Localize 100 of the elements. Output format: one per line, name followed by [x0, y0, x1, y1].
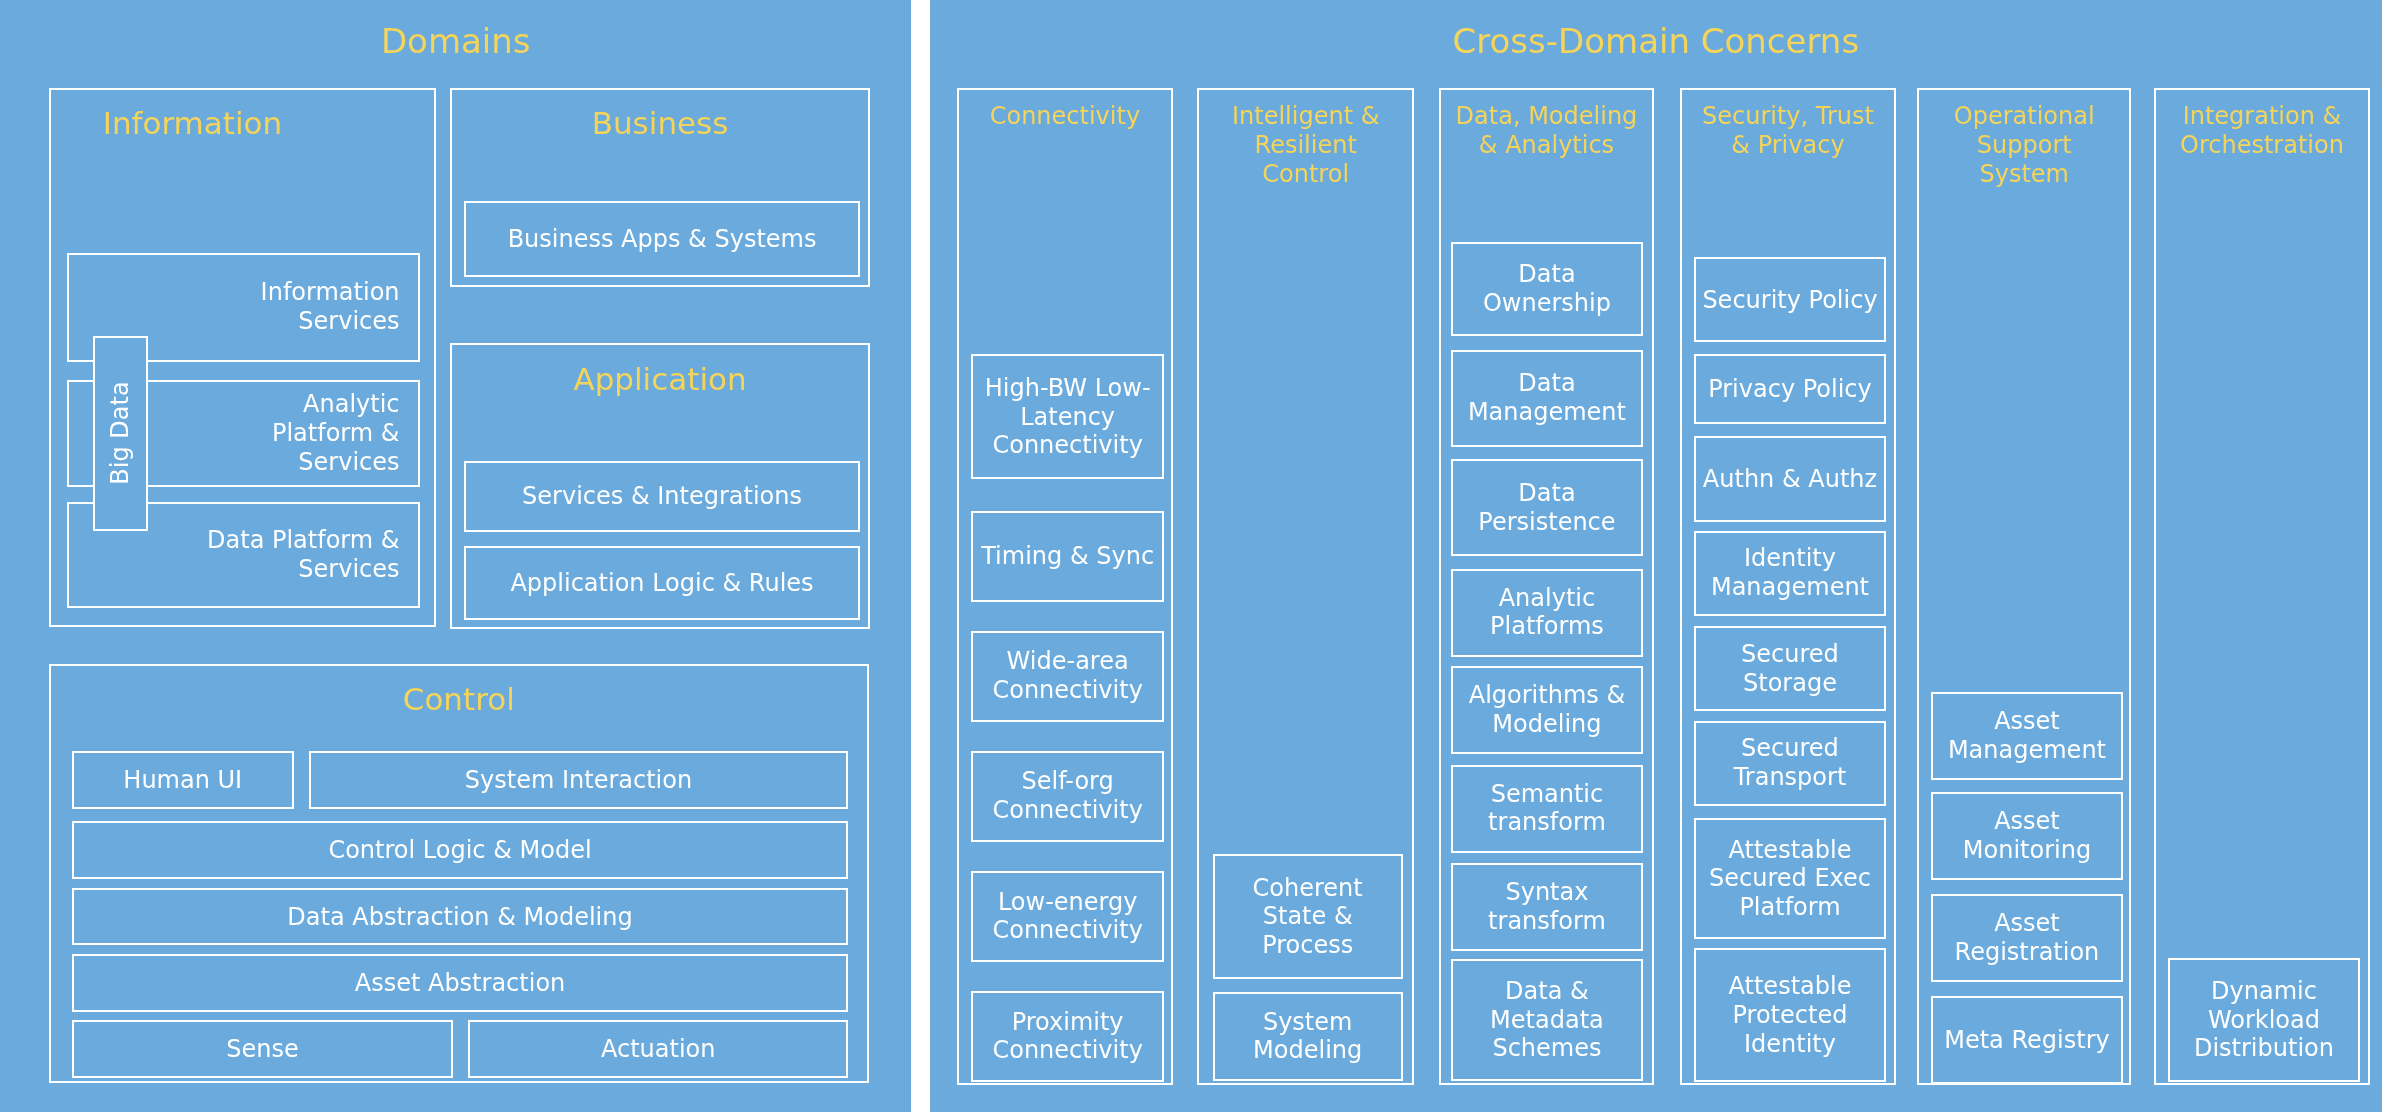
- component-box: [468, 1019, 849, 1078]
- concern-column: [957, 88, 1173, 1085]
- component-label: Analytic Platforms: [1489, 583, 1605, 642]
- component-label: Identity Management: [1709, 544, 1871, 602]
- domain-box: [449, 88, 871, 288]
- component-box: [1451, 863, 1643, 952]
- component-box: [971, 630, 1165, 723]
- component-box: [1931, 791, 2123, 881]
- component-label: Secured Transport: [1732, 734, 1848, 792]
- component-box: [1694, 354, 1886, 425]
- domain-box: [48, 663, 869, 1084]
- component-label: Actuation: [600, 1034, 717, 1064]
- component-label: Privacy Policy: [1707, 375, 1873, 404]
- component-label: Asset Monitoring: [1961, 807, 2093, 865]
- component-label: Data Platform & Services: [206, 526, 400, 584]
- component-box: [71, 887, 849, 946]
- component-box: [1451, 764, 1643, 853]
- component-box: [1694, 436, 1886, 522]
- component-box: [1212, 992, 1403, 1081]
- component-box: [1451, 349, 1643, 448]
- component-label: Services & Integrations: [521, 482, 803, 511]
- component-box: [1931, 995, 2123, 1084]
- column-title: Data, Modeling & Analytics: [1454, 102, 1639, 160]
- component-label: Syntax transform: [1487, 878, 1607, 937]
- component-label: System Interaction: [463, 765, 694, 795]
- component-label: Information Services: [259, 278, 400, 337]
- panel-title: Domains: [379, 21, 532, 63]
- component-label: Proximity Connectivity: [991, 1007, 1144, 1066]
- component-label: Sense: [225, 1034, 300, 1064]
- component-label: Human UI: [122, 765, 244, 795]
- component-label: Algorithms & Modeling: [1467, 681, 1627, 739]
- component-box: [1931, 893, 2123, 982]
- component-box: [1694, 530, 1886, 616]
- component-label: Security Policy: [1702, 285, 1878, 315]
- component-label: Data Persistence: [1477, 479, 1617, 537]
- component-box: [1451, 959, 1643, 1081]
- component-label: Big Data: [106, 381, 135, 486]
- component-box: [67, 252, 420, 363]
- concern-column: [2154, 88, 2370, 1085]
- component-label: Data Management: [1466, 369, 1627, 428]
- concern-column: [1438, 88, 1655, 1085]
- column-title: Integration & Orchestration: [2179, 102, 2345, 160]
- component-box: [1212, 854, 1403, 979]
- component-box: [1694, 720, 1886, 806]
- column-title: Operational Support System: [1952, 102, 2096, 189]
- component-box: [971, 870, 1165, 963]
- panel-title: Cross-Domain Concerns: [1451, 21, 1861, 63]
- column-title: Security, Trust & Privacy: [1701, 102, 1875, 160]
- component-box: [71, 820, 849, 879]
- component-label: Asset Registration: [1953, 908, 2101, 967]
- component-label: Wide-area Connectivity: [991, 647, 1144, 706]
- component-box: [1451, 459, 1643, 557]
- component-box: [1694, 948, 1886, 1083]
- component-label: System Modeling: [1252, 1007, 1364, 1066]
- component-label: Attestable Secured Exec Platform: [1708, 835, 1872, 922]
- component-box: [971, 990, 1165, 1083]
- component-box: [971, 750, 1165, 843]
- domain-panel: [0, 0, 912, 1112]
- column-title: Connectivity: [988, 102, 1142, 132]
- component-label: Application Logic & Rules: [509, 568, 815, 598]
- domain-box: [48, 88, 436, 628]
- component-box: [2168, 957, 2360, 1083]
- component-label: Meta Registry: [1943, 1025, 2111, 1054]
- component-box: [463, 460, 861, 533]
- component-box: [308, 750, 849, 809]
- concern-column: [1917, 88, 2132, 1085]
- component-box: [1694, 257, 1886, 343]
- component-label: Coherent State & Process: [1251, 873, 1364, 960]
- component-label: Low-energy Connectivity: [991, 887, 1144, 946]
- component-box: [1451, 665, 1643, 754]
- domain-title: Information: [101, 105, 284, 143]
- vertical-box: [93, 336, 148, 531]
- component-label: Secured Storage: [1740, 640, 1840, 698]
- domain-title: Application: [572, 360, 748, 398]
- component-label: Business Apps & Systems: [506, 224, 818, 254]
- domain-box: [449, 343, 871, 629]
- component-box: [71, 750, 294, 809]
- component-label: High-BW Low-Latency Connectivity: [983, 373, 1152, 460]
- component-label: Analytic Platform & Services: [270, 390, 400, 477]
- component-box: [463, 545, 861, 621]
- concerns-panel: [929, 0, 2382, 1112]
- component-box: [71, 954, 849, 1013]
- domain-title: Control: [401, 681, 516, 719]
- component-box: [71, 1019, 454, 1078]
- component-label: Self-org Connectivity: [991, 767, 1144, 826]
- concern-column: [1680, 88, 1896, 1085]
- component-box: [1451, 568, 1643, 657]
- component-box: [1694, 626, 1886, 712]
- component-label: Control Logic & Model: [327, 835, 593, 865]
- component-label: Authn & Authz: [1702, 464, 1878, 494]
- component-box: [971, 510, 1165, 603]
- component-box: [1931, 691, 2123, 780]
- component-label: Data Abstraction & Modeling: [286, 902, 634, 931]
- concern-column: [1197, 88, 1415, 1085]
- domain-title: Business: [590, 105, 730, 143]
- component-box: [1451, 242, 1643, 337]
- component-box: [971, 354, 1165, 479]
- component-label: Data & Metadata Schemes: [1489, 976, 1605, 1063]
- component-label: Attestable Protected Identity: [1727, 972, 1853, 1059]
- component-box: [463, 201, 861, 277]
